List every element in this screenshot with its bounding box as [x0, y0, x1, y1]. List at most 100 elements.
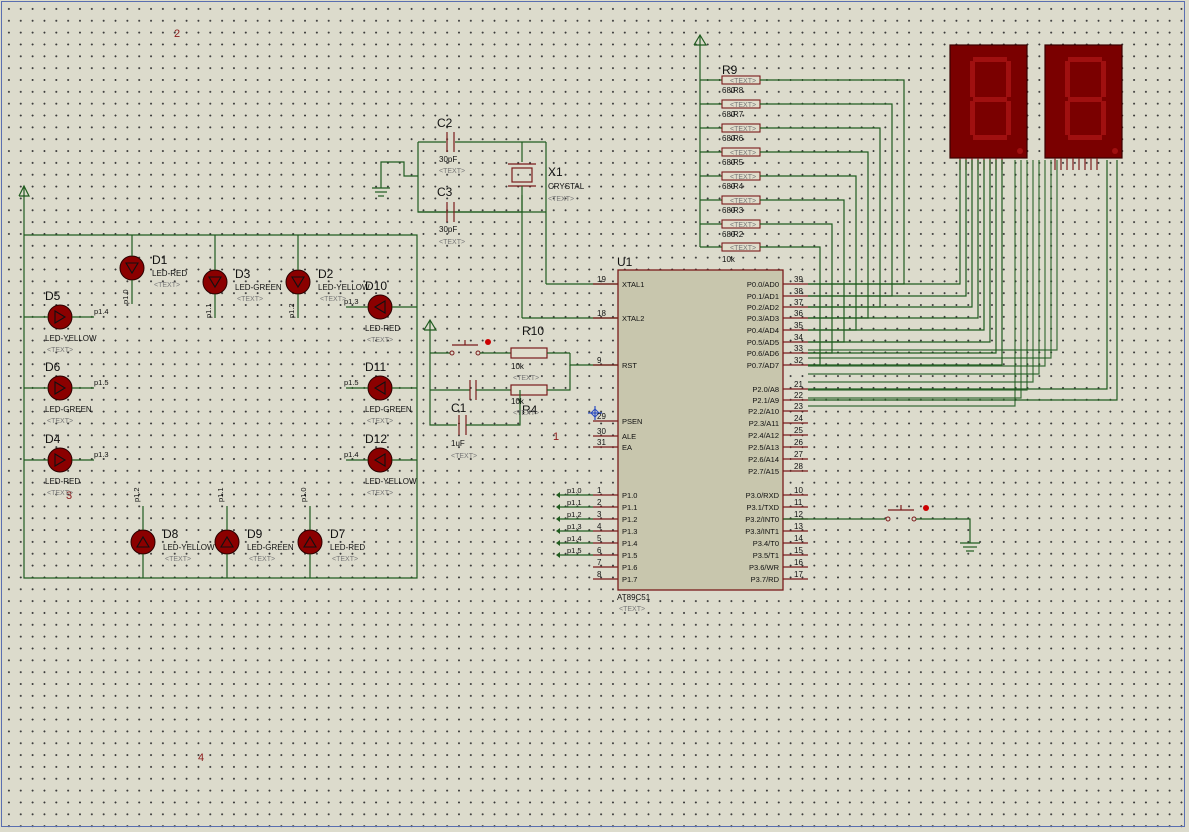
led-body: [285, 269, 311, 295]
mcu-pin-number: 33: [794, 344, 803, 353]
led-net-label: p1.3: [344, 297, 359, 306]
display-bus-wire: [808, 160, 1028, 391]
segment: [1068, 97, 1102, 102]
clock-circuit: [372, 132, 618, 319]
p1-net-label: p1.1: [567, 498, 582, 507]
display-bus-wire: [808, 160, 1052, 359]
mcu-pin-name: P1.6: [622, 563, 637, 572]
mcu-pin-number: 29: [597, 412, 606, 421]
mcu-pin-name: P3.7/RD: [751, 575, 780, 584]
mcu-pin-name: P1.0: [622, 491, 637, 500]
net-arrow-icon: [556, 504, 560, 510]
bank-text: <TEXT>: [730, 150, 756, 157]
led-text: <TEXT>: [165, 556, 191, 563]
led-type: LED-RED: [152, 269, 187, 278]
c2-ref: C2: [437, 116, 453, 130]
mcu-pin-name: P1.4: [622, 539, 637, 548]
led-ref: D11: [365, 360, 386, 374]
diode-icon: [54, 310, 67, 324]
net-arrow-icon: [556, 492, 560, 498]
mcu-pin-name: P0.3/AD3: [747, 314, 779, 323]
mcu-pin-name: P1.2: [622, 515, 637, 524]
mcu-pin-name: P3.3/INT1: [745, 527, 779, 536]
net-arrow-icon: [556, 540, 560, 546]
p1-net-label: p1.5: [567, 546, 582, 555]
diode-icon: [54, 381, 67, 395]
led-net-label: p1.3: [94, 450, 109, 459]
led-body: [367, 375, 393, 401]
led-text: <TEXT>: [47, 418, 73, 425]
mcu-pin-number: 28: [794, 462, 803, 471]
led-type: LED-RED: [330, 543, 365, 552]
display-bus-wire: [808, 160, 979, 319]
led-body: [367, 294, 393, 320]
diode-icon: [220, 535, 234, 548]
led-text: <TEXT>: [320, 296, 346, 303]
bank-resistor-ref: R4: [733, 182, 744, 191]
c2-value: 30pF: [439, 155, 457, 164]
int0-button[interactable]: [783, 505, 980, 552]
display-bus-wire: [808, 160, 991, 343]
mcu-pin-name: P2.0/A8: [752, 385, 779, 394]
mcu-pin-number: 10: [794, 486, 803, 495]
led-net-label: p1.2: [132, 487, 141, 502]
c1-text: <TEXT>: [451, 453, 477, 460]
mcu-pin-name: P0.1/AD1: [747, 292, 779, 301]
mcu-body[interactable]: [617, 269, 784, 591]
r9-value: 10k: [722, 255, 736, 264]
r4-text: <TEXT>: [513, 410, 539, 417]
mcu-pin-number: 22: [794, 391, 803, 400]
p2-1-wire: [808, 160, 1118, 401]
segment: [1006, 61, 1011, 97]
mcu-pin-number: 17: [794, 570, 803, 579]
diode-icon: [291, 276, 305, 289]
led-array: D1LED-RED<TEXT>p1.0D3LED-GREEN<TEXT>p1.1…: [24, 235, 417, 578]
mcu-pin-name: EA: [622, 443, 632, 452]
mcu-pin-name: P0.6/AD6: [747, 349, 779, 358]
led-body: [119, 255, 145, 281]
bank-text: <TEXT>: [730, 174, 756, 181]
mcu-pin-name: P0.7/AD7: [747, 361, 779, 370]
seven-segment-1: [949, 44, 1028, 170]
led-ref: D2: [318, 267, 334, 281]
led-ref: D4: [45, 432, 61, 446]
mcu-pin-number: 4: [597, 522, 602, 531]
mcu-pin-name: P1.3: [622, 527, 637, 536]
led-type: LED-YELLOW: [318, 283, 370, 292]
p2-0-wire: [808, 160, 1108, 390]
display-bus-wire: [808, 160, 973, 308]
mcu-pin-number: 30: [597, 427, 606, 436]
mcu-pin-name: P2.1/A9: [752, 396, 779, 405]
segment: [973, 57, 1007, 62]
mcu-pin-name: PSEN: [622, 417, 642, 426]
r4-value: 10k: [511, 397, 525, 406]
mcu-pin-name: P3.5/T1: [753, 551, 779, 560]
led-ref: D1: [152, 253, 168, 267]
decimal-point: [1112, 148, 1118, 154]
led-text: <TEXT>: [47, 347, 73, 354]
net-arrow-icon: [556, 516, 560, 522]
c3-value: 30pF: [439, 225, 457, 234]
led-text: <TEXT>: [249, 556, 275, 563]
seven-segment-2: [1044, 44, 1123, 170]
led-ref: D10: [365, 279, 387, 293]
mcu-right-pins: 39P0.0/AD038P0.1/AD137P0.2/AD236P0.3/AD3…: [745, 275, 808, 584]
mcu-pin-number: 35: [794, 321, 803, 330]
mcu-pin-name: P0.4/AD4: [747, 326, 779, 335]
bank-resistor-ref: R3: [733, 206, 744, 215]
mcu-pin-name: P2.4/A12: [748, 431, 779, 440]
mcu-pin-name: ALE: [622, 432, 636, 441]
